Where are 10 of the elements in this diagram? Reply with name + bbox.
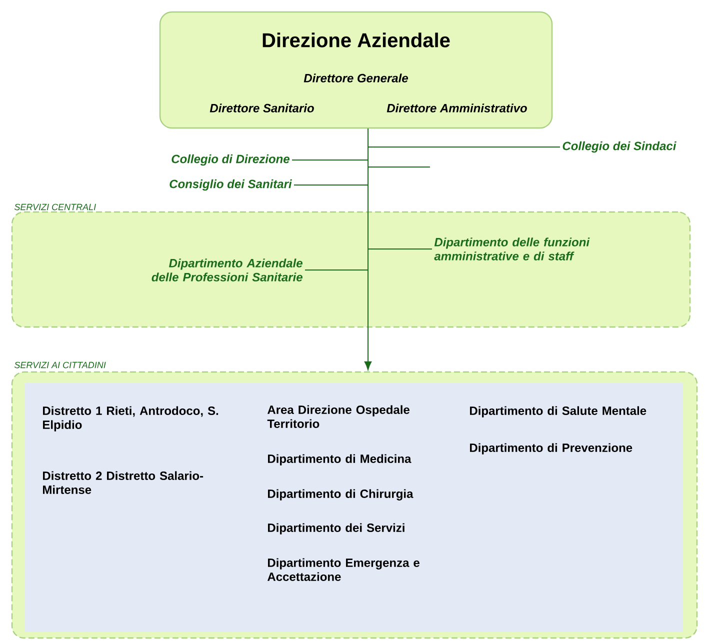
unit-label: Consiglio dei Sanitari [170,179,292,191]
unit-label: Collegio di Direzione [172,154,290,166]
node-label: SERVIZI CENTRALI [14,204,96,210]
node-label: SERVIZI AI CITTADINI [14,362,106,368]
unit-label: Collegio dei Sindaci [562,141,676,153]
management-box: Direzione Aziendale Direttore Generale Direttore Sanitario Direttore Amministrativo [159,11,553,129]
unit-label: Dipartimento Aziendale delle Professioni Sanitarie [152,258,302,282]
unit-label: Dipartimento delle funzioni amministrative e di staff [434,238,590,260]
services-band: SERVIZI AI CITTADINI Distretto 1 Rieti, Antrodoco, S. Elpidio Distretto 2 Distretto Salario-Mirtense Area Direzione Ospedale Territorio Dipartimento di Medicina Dipartimento di Chirurgia Dipartimento dei Servizi Dipartimento Emergenza e Accettazione Dipartimento di Salute Mentale Dipartimento di Prevenzione [11,362,698,639]
connector-line [304,128,368,270]
